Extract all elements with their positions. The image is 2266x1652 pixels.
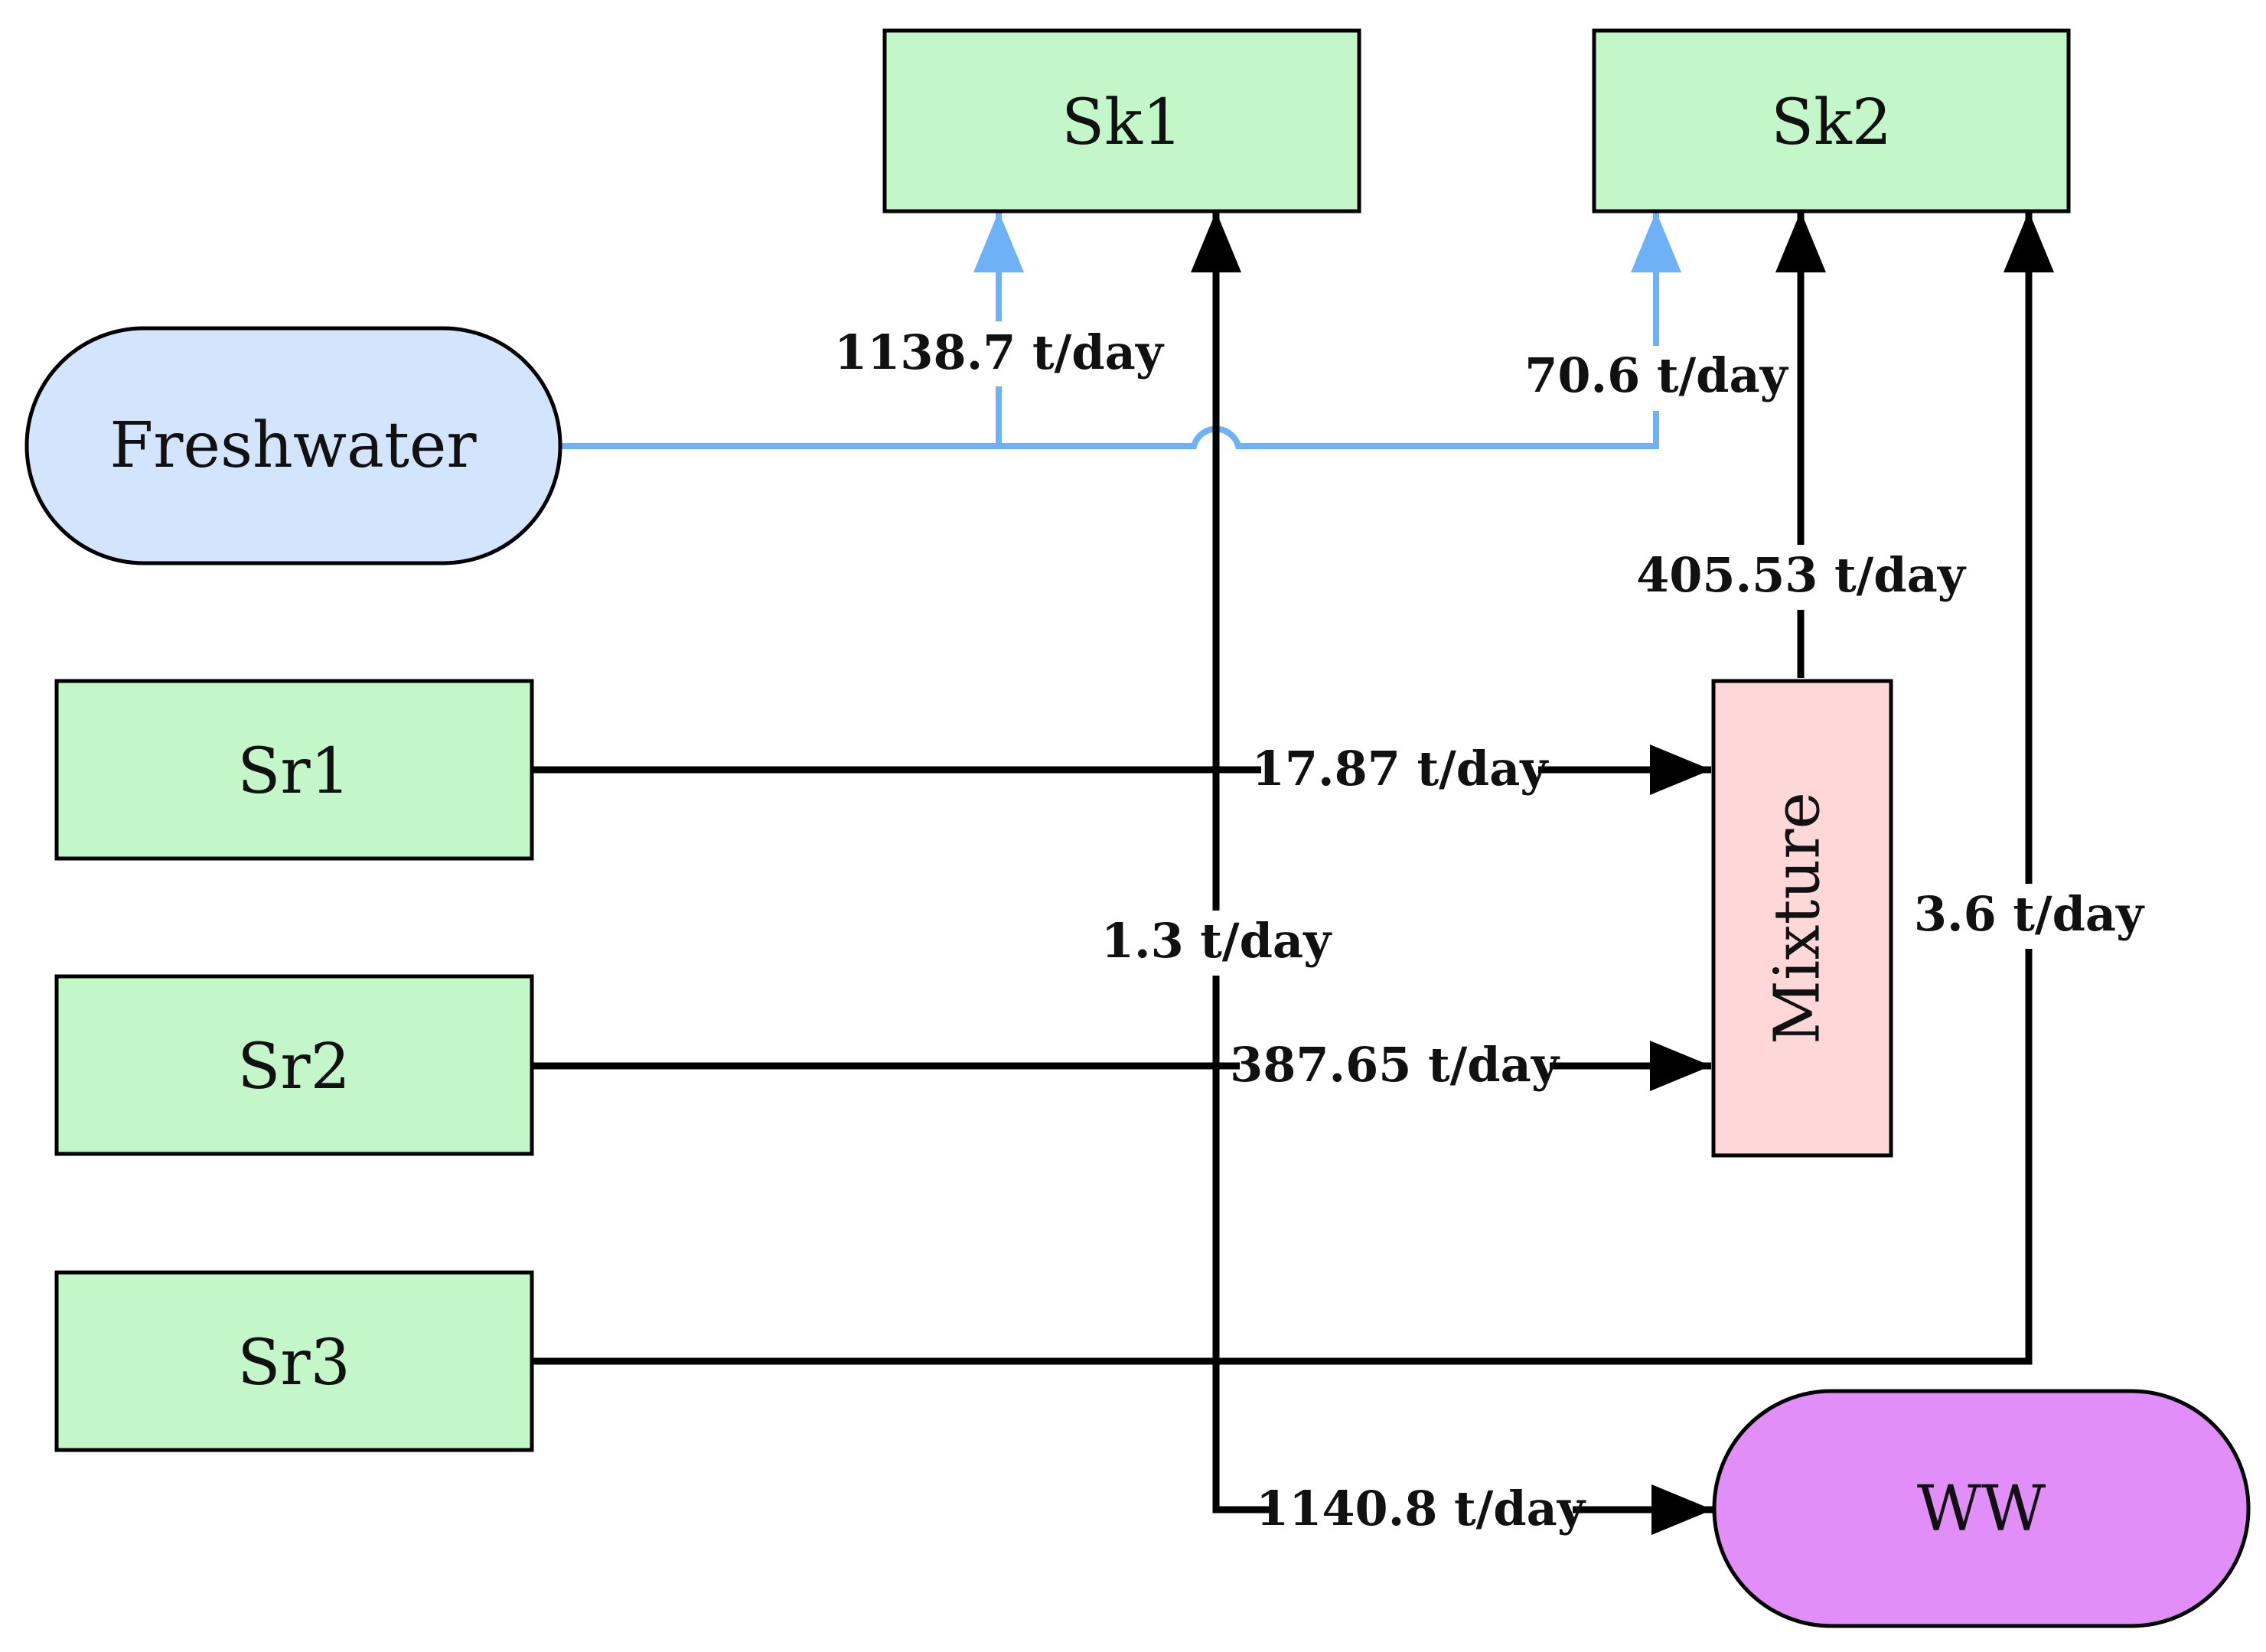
svg-text:387.65 t/day: 387.65 t/day xyxy=(1230,1037,1560,1093)
label-fw-sk1: 1138.7 t/day xyxy=(834,321,1165,386)
node-sk1: Sk1 xyxy=(882,28,1361,213)
label-fw-sk2: 70.6 t/day xyxy=(1524,346,1789,411)
svg-text:1140.8 t/day: 1140.8 t/day xyxy=(1256,1481,1586,1536)
svg-text:Freshwater: Freshwater xyxy=(109,409,477,482)
node-freshwater: Freshwater xyxy=(24,326,562,565)
svg-text:Sr1: Sr1 xyxy=(237,735,350,808)
svg-text:Mixture: Mixture xyxy=(1762,792,1834,1044)
svg-text:Sr2: Sr2 xyxy=(237,1031,350,1103)
svg-text:Sk1: Sk1 xyxy=(1061,86,1182,159)
svg-text:Sr3: Sr3 xyxy=(237,1327,350,1399)
node-ww: WW xyxy=(1712,1389,2251,1628)
svg-text:Sk2: Sk2 xyxy=(1771,86,1892,159)
svg-text:405.53 t/day: 405.53 t/day xyxy=(1636,547,1967,603)
label-sr2-mixture: 387.65 t/day xyxy=(1230,1033,1560,1098)
svg-text:17.87 t/day: 17.87 t/day xyxy=(1252,741,1550,797)
svg-text:1138.7 t/day: 1138.7 t/day xyxy=(834,324,1165,380)
edge-sr3-to-sk2 xyxy=(533,211,2054,1365)
node-mixture: Mixture xyxy=(1711,679,1893,1158)
node-sr3: Sr3 xyxy=(54,1270,534,1452)
label-sr3-sk2: 3.6 t/day xyxy=(1913,884,2145,949)
svg-text:WW: WW xyxy=(1917,1473,2046,1546)
svg-text:70.6 t/day: 70.6 t/day xyxy=(1524,347,1788,403)
svg-text:3.6 t/day: 3.6 t/day xyxy=(1914,886,2145,942)
edge-sr1-to-ww xyxy=(1212,770,1713,1535)
label-mixture-sk2: 405.53 t/day xyxy=(1636,545,1967,610)
node-sr1: Sr1 xyxy=(54,679,534,861)
label-sr1-mixture: 17.87 t/day xyxy=(1252,738,1550,803)
node-sk2: Sk2 xyxy=(1592,28,2071,213)
node-sr2: Sr2 xyxy=(54,974,534,1156)
svg-text:1.3 t/day: 1.3 t/day xyxy=(1101,913,1332,969)
label-sr1-ww: 1140.8 t/day xyxy=(1256,1478,1586,1543)
label-sr1-sk1: 1.3 t/day xyxy=(1101,911,1332,976)
